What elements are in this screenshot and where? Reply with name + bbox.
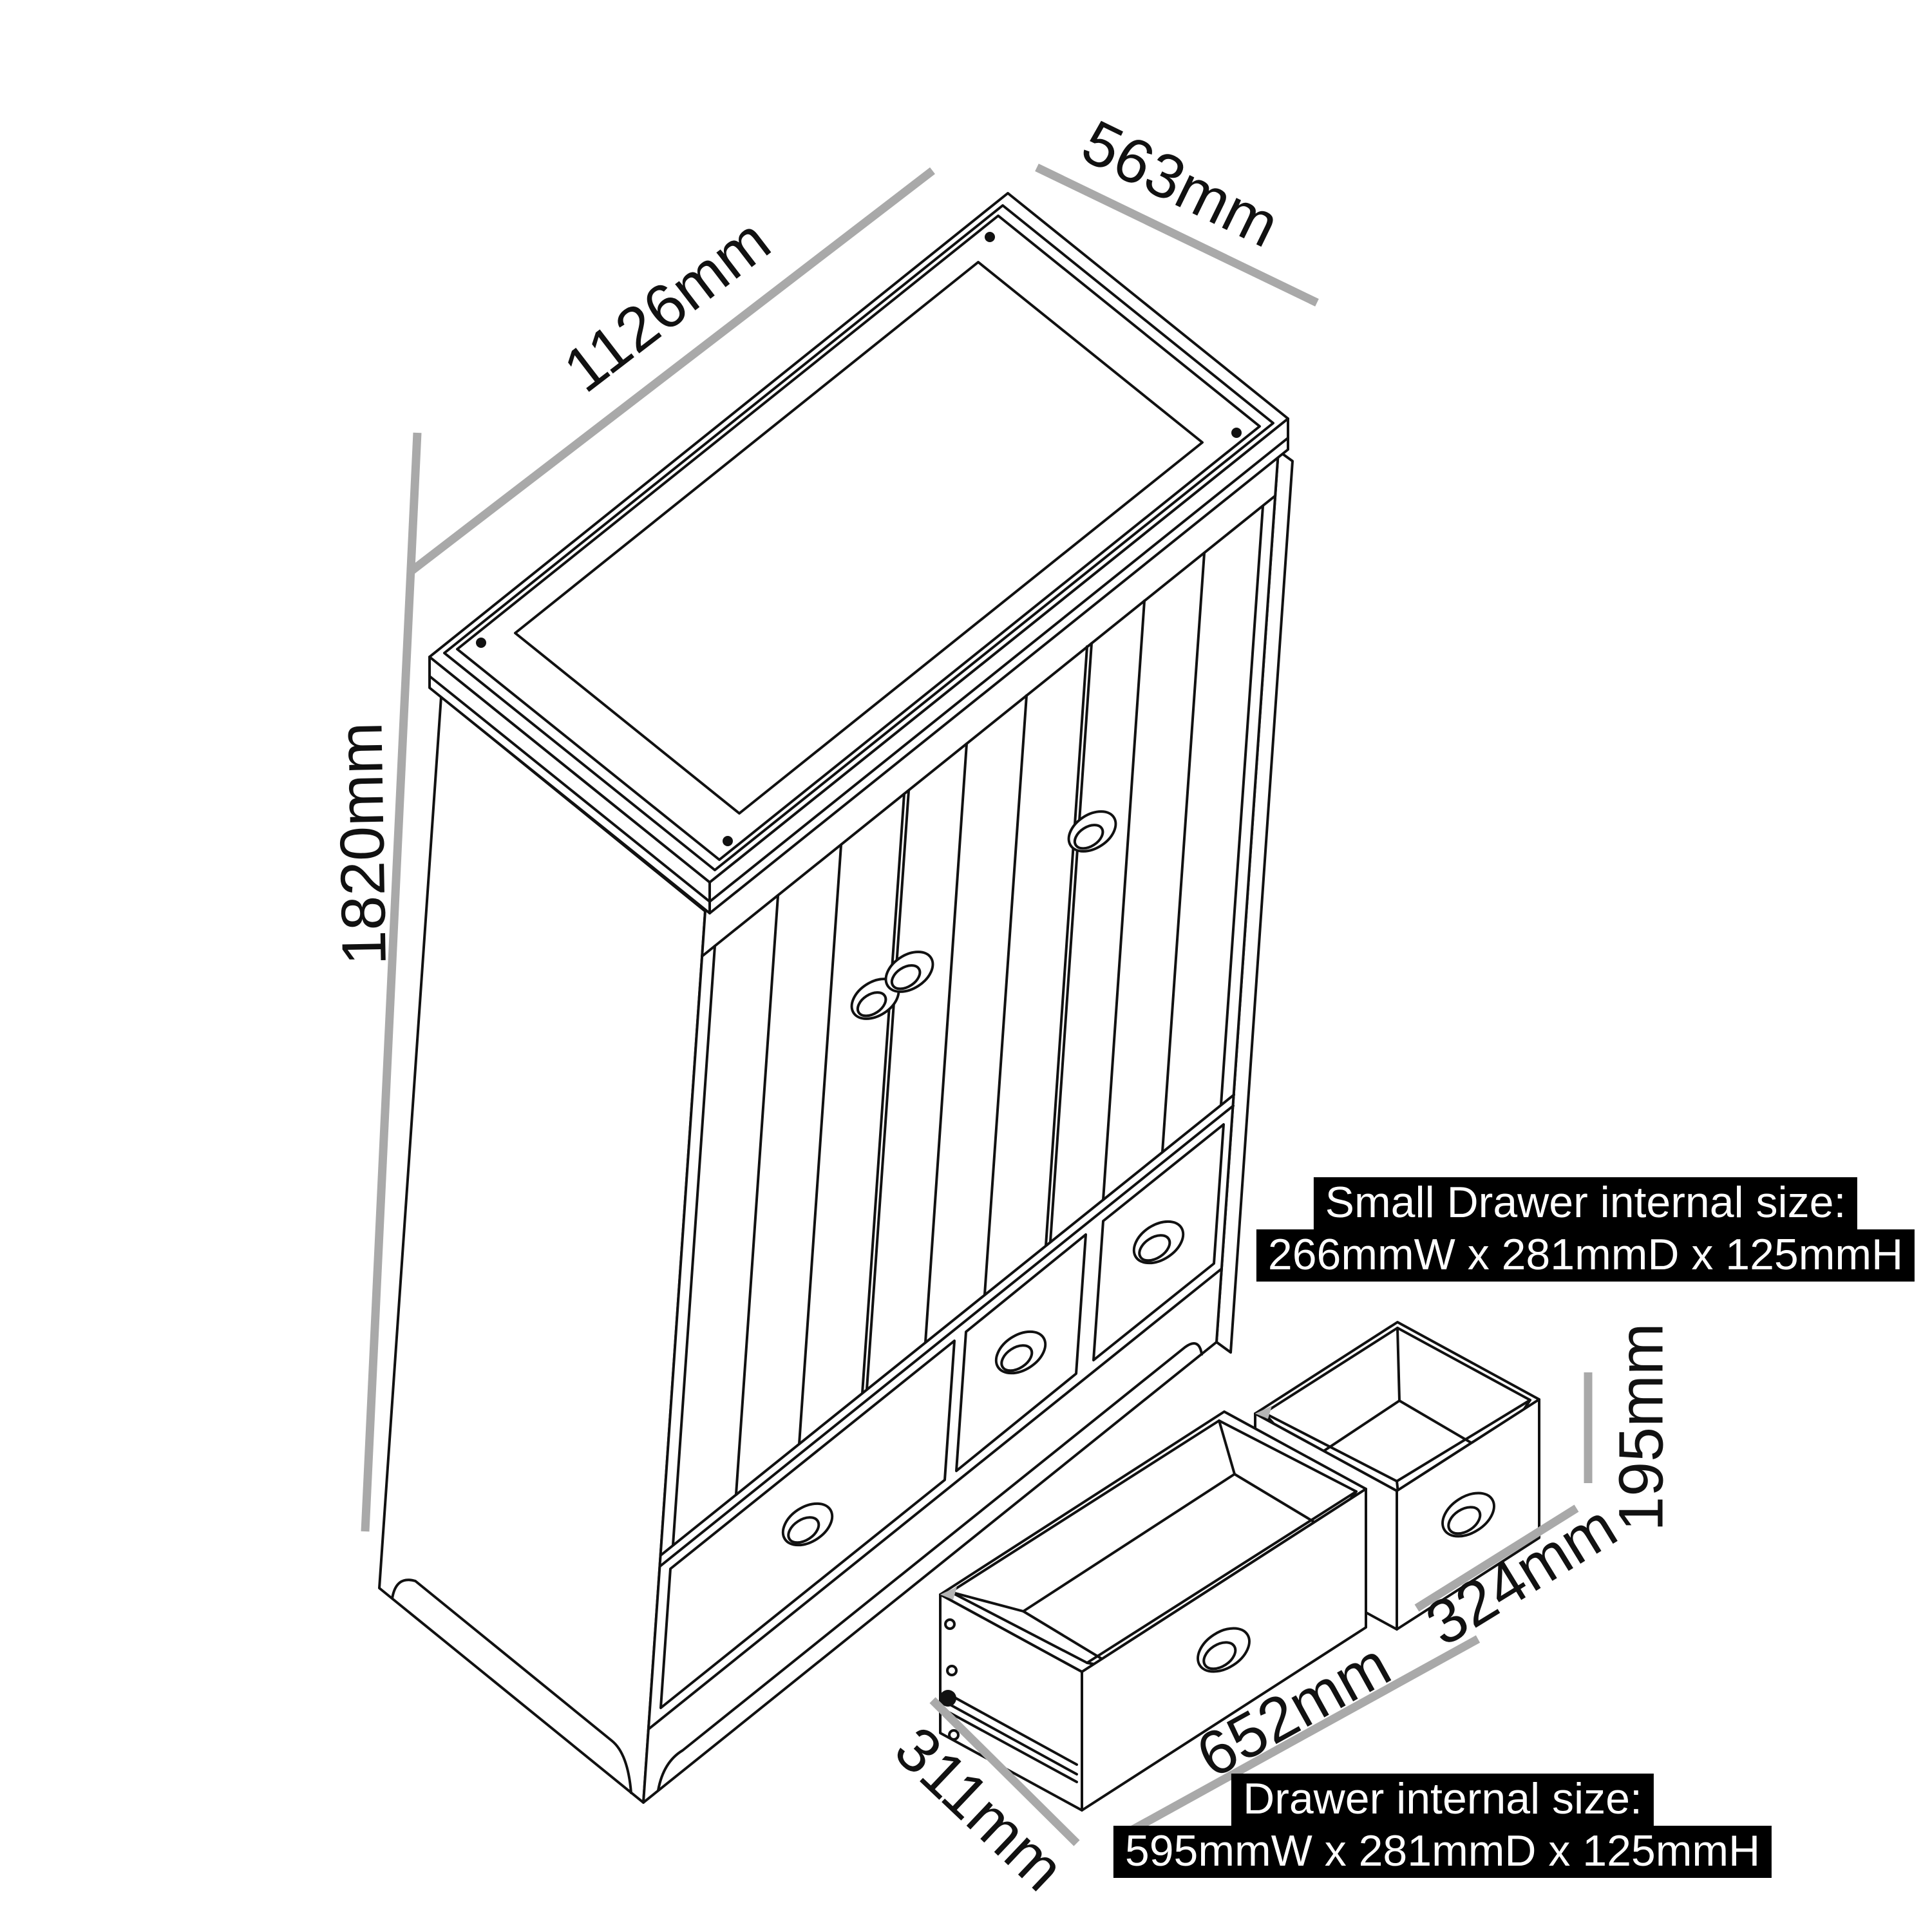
wardrobe-drawer-fronts <box>659 1123 1225 1709</box>
note-line: Drawer internal size: <box>1231 1774 1654 1826</box>
drawer-slide-rail <box>940 1618 1078 1783</box>
pulled-out-big-drawer <box>939 1410 1367 1812</box>
dim-line-drawer-width <box>1129 1635 1481 1834</box>
dim-line-width <box>408 167 935 576</box>
dim-line-small-drawer-width <box>1414 1504 1579 1612</box>
dim-line-drawer-depth <box>929 1697 1080 1846</box>
drawer-internal-size-note: Drawer internal size: 595mmW x 281mmD x … <box>1113 1774 1772 1879</box>
door-knobs <box>850 810 1117 1020</box>
note-line: 595mmW x 281mmD x 125mmH <box>1113 1826 1772 1879</box>
wardrobe <box>378 192 1294 1804</box>
note-line: Small Drawer internal size: <box>1313 1177 1858 1230</box>
dim-label-drawer-height: 195mm <box>1606 1323 1676 1531</box>
dim-line-height <box>361 432 422 1532</box>
dim-line-depth <box>1035 164 1319 307</box>
note-line: 266mmW x 281mmD x 125mmH <box>1256 1229 1915 1282</box>
small-drawer-internal-size-note: Small Drawer internal size: 266mmW x 281… <box>1256 1177 1915 1282</box>
screw-dots <box>476 232 1242 846</box>
door-knob <box>850 978 900 1020</box>
drawer-handle <box>781 1220 1185 1547</box>
dimension-lines <box>361 164 1593 1846</box>
top-panel <box>428 192 1289 914</box>
door-knob <box>1067 810 1117 853</box>
drawer-handle <box>1441 1492 1495 1538</box>
dim-label-height: 1820mm <box>325 722 399 966</box>
door-knob <box>884 951 934 993</box>
drawer-handle <box>1197 1627 1251 1673</box>
